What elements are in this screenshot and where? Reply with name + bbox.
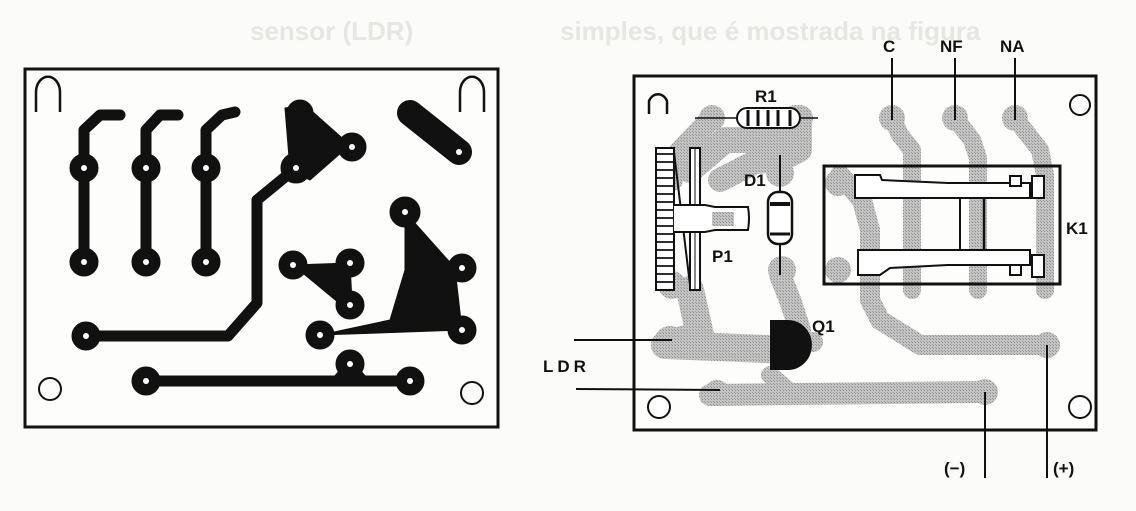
- label-k1: K1: [1066, 219, 1088, 238]
- svg-text:sensor (LDR): sensor (LDR): [250, 16, 413, 46]
- label-na: NA: [1000, 37, 1025, 56]
- diode-d1: [766, 155, 794, 275]
- label-c: C: [883, 37, 895, 56]
- svg-text:simples, que é mostrada na fig: simples, que é mostrada na figura: [560, 16, 981, 46]
- component-side-board: C NF NA R1 D1 P1 K1 Q1 LDR (−) (+): [543, 37, 1098, 478]
- label-r1: R1: [755, 87, 777, 106]
- label-ldr: LDR: [543, 357, 590, 376]
- label-p1: P1: [712, 247, 733, 266]
- lead-lines: [574, 58, 1048, 478]
- transistor-q1: [770, 320, 812, 370]
- relay-k1: [822, 164, 1062, 286]
- bleed-through-text: simples, que é mostrada na figura sensor…: [250, 16, 981, 46]
- label-nf: NF: [940, 37, 963, 56]
- shaded-traces: [651, 105, 1060, 406]
- label-negative: (−): [944, 459, 965, 478]
- label-d1: D1: [744, 171, 766, 190]
- label-positive: (+): [1053, 459, 1074, 478]
- resistor-r1: [695, 107, 818, 129]
- trimmer-p1: [655, 147, 750, 291]
- copper-side-board: [23, 67, 500, 429]
- label-q1: Q1: [812, 317, 835, 336]
